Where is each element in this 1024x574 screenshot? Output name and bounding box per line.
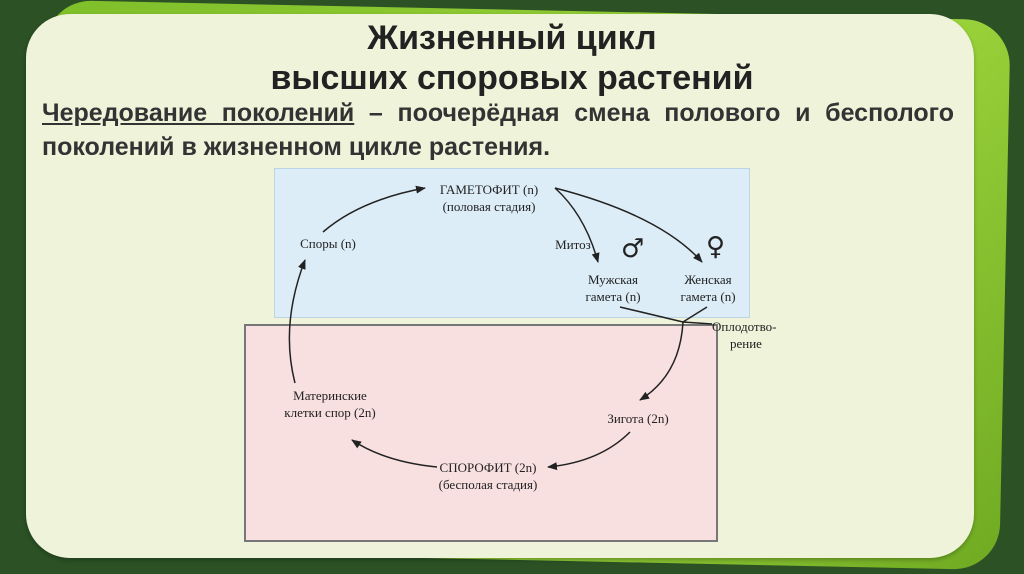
mother-cells-line2: клетки спор (2n)	[284, 405, 376, 420]
arrow-gametophyte-to-male	[554, 187, 600, 263]
sporophyte-stage: (бесполая стадия)	[438, 477, 538, 492]
female-symbol-icon: ♀	[706, 232, 726, 262]
node-sporophyte: СПОРОФИТ (2n) (бесполая стадия)	[421, 459, 555, 493]
label-fertilization: Оплодотво- рение	[712, 318, 778, 352]
node-male-gamete: Мужская гамета (n)	[571, 271, 655, 305]
arrow-sporophyte-to-mothercells	[351, 439, 438, 468]
definition-text: – поочерёдная смена полового и бесполого…	[42, 99, 954, 161]
line-female-to-fertilization	[682, 306, 708, 323]
definition-term: Чередование поколений	[42, 99, 355, 127]
female-gamete-line1: Женская	[684, 272, 732, 287]
gametophyte-name: ГАМЕТОФИТ (n)	[439, 182, 539, 197]
diploid-phase-panel	[244, 324, 718, 542]
line-male-to-fertilization	[619, 306, 684, 323]
node-spores: Споры (n)	[300, 236, 356, 251]
male-symbol-icon: ♂	[621, 234, 645, 264]
arrow-zygote-to-sporophyte	[547, 431, 631, 471]
slide-title-line1: Жизненный цикл	[367, 19, 657, 57]
arrow-spores-to-gametophyte	[322, 185, 426, 233]
node-mother-cells: Материнские клетки спор (2n)	[270, 387, 390, 421]
male-gamete-line1: Мужская	[588, 272, 638, 287]
definition-paragraph: Чередование поколений – поочерёдная смен…	[42, 96, 954, 164]
gametophyte-stage: (половая стадия)	[442, 199, 536, 214]
male-gamete-line2: гамета (n)	[585, 289, 641, 304]
haploid-phase-panel	[274, 168, 750, 318]
node-zygote: Зигота (2n)	[607, 411, 669, 426]
arrow-mothercells-to-spores	[288, 259, 306, 384]
line-fertilization-label	[682, 321, 713, 325]
label-mitosis: Митоз	[555, 237, 591, 252]
fertilization-line1: Оплодотво-	[712, 319, 777, 334]
fertilization-line2: рение	[730, 336, 762, 351]
node-female-gamete: Женская гамета (n)	[668, 271, 748, 305]
female-gamete-line2: гамета (n)	[680, 289, 736, 304]
mother-cells-line1: Материнские	[293, 388, 367, 403]
arrow-gametophyte-to-female	[554, 187, 703, 263]
sporophyte-name: СПОРОФИТ (2n)	[439, 460, 537, 475]
slide-title-line2: высших споровых растений	[270, 59, 754, 97]
node-gametophyte: ГАМЕТОФИТ (n) (половая стадия)	[418, 181, 560, 215]
arrow-fertilization-to-zygote	[639, 321, 684, 401]
